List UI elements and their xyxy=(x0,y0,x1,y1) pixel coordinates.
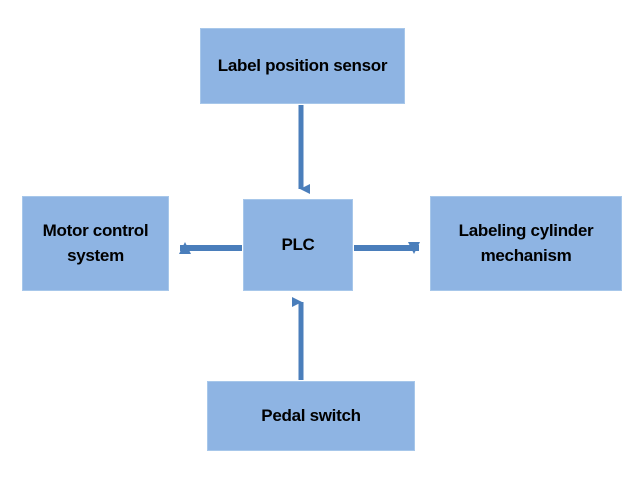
node-pedal-switch[interactable]: Pedal switch xyxy=(207,381,415,451)
node-pedal-switch-text: Pedal switch xyxy=(261,405,361,425)
node-plc-text: PLC xyxy=(281,234,315,254)
node-label-position-sensor[interactable]: Label position sensor xyxy=(200,28,405,104)
node-plc[interactable]: PLC xyxy=(243,199,353,291)
node-labeling-cylinder-mechanism[interactable]: Labeling cylinder mechanism xyxy=(430,196,622,291)
node-motor-control-system[interactable]: Motor control system xyxy=(22,196,169,291)
node-label-position-sensor-text: Label position sensor xyxy=(217,55,388,75)
node-motor-control-system-text: Motor control system xyxy=(42,220,149,265)
node-labeling-cylinder-mechanism-text: Labeling cylinder mechanism xyxy=(458,220,594,265)
